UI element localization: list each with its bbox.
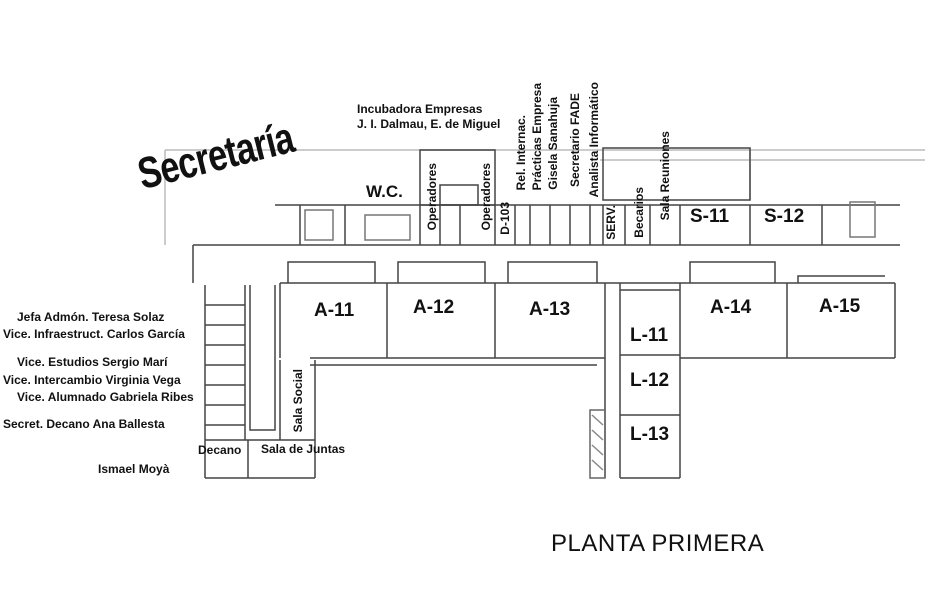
office-label: Vice. Infraestruct. Carlos García	[3, 327, 185, 341]
incubadora-label: Incubadora Empresas	[357, 102, 483, 116]
operadores-label-2: Operadores	[479, 162, 493, 230]
analista-informatico-label: Analista Informático	[587, 81, 601, 197]
sala-reuniones-label: Sala Reuniones	[658, 130, 672, 220]
d103-label: D-103	[498, 202, 512, 235]
incubadora-names: J. I. Dalmau, E. de Miguel	[357, 117, 501, 131]
office-label: Jefa Admón. Teresa Solaz	[17, 310, 165, 324]
room-a12: A-12	[413, 297, 455, 318]
secretario-fade-label: Secretario FADE	[568, 92, 582, 187]
office-label: Vice. Intercambio Virginia Vega	[3, 373, 181, 387]
room-a14: A-14	[710, 297, 752, 318]
decano-label: Decano	[198, 443, 242, 457]
room-l11: L-11	[630, 325, 669, 346]
ismael-moya-label: Ismael Moyà	[98, 462, 170, 476]
sala-juntas-label: Sala de Juntas	[261, 442, 346, 456]
wc-label: W.C.	[366, 182, 403, 201]
serv-label: SERV.	[604, 205, 618, 240]
gisela-sanahuja-label: Gisela Sanahuja	[546, 97, 560, 190]
room-a11: A-11	[314, 300, 355, 321]
floor-title: PLANTA PRIMERA	[551, 530, 765, 557]
practicas-empresa-label: Prácticas Empresa	[530, 82, 544, 190]
sala-social-label: Sala Social	[291, 368, 305, 432]
office-label: Secret. Decano Ana Ballesta	[3, 417, 165, 431]
room-l13: L-13	[630, 424, 670, 445]
office-label: Vice. Alumnado Gabriela Ribes	[17, 390, 194, 404]
room-a13: A-13	[529, 299, 571, 320]
room-s12: S-12	[764, 206, 805, 227]
rel-internac-label: Rel. Internac.	[514, 114, 528, 190]
office-label: Vice. Estudios Sergio Marí	[17, 355, 168, 369]
room-l12: L-12	[630, 370, 670, 391]
operadores-label-1: Operadores	[425, 162, 439, 230]
becarios-label: Becarios	[632, 187, 646, 238]
room-a15: A-15	[819, 296, 861, 317]
room-s11: S-11	[690, 206, 730, 227]
